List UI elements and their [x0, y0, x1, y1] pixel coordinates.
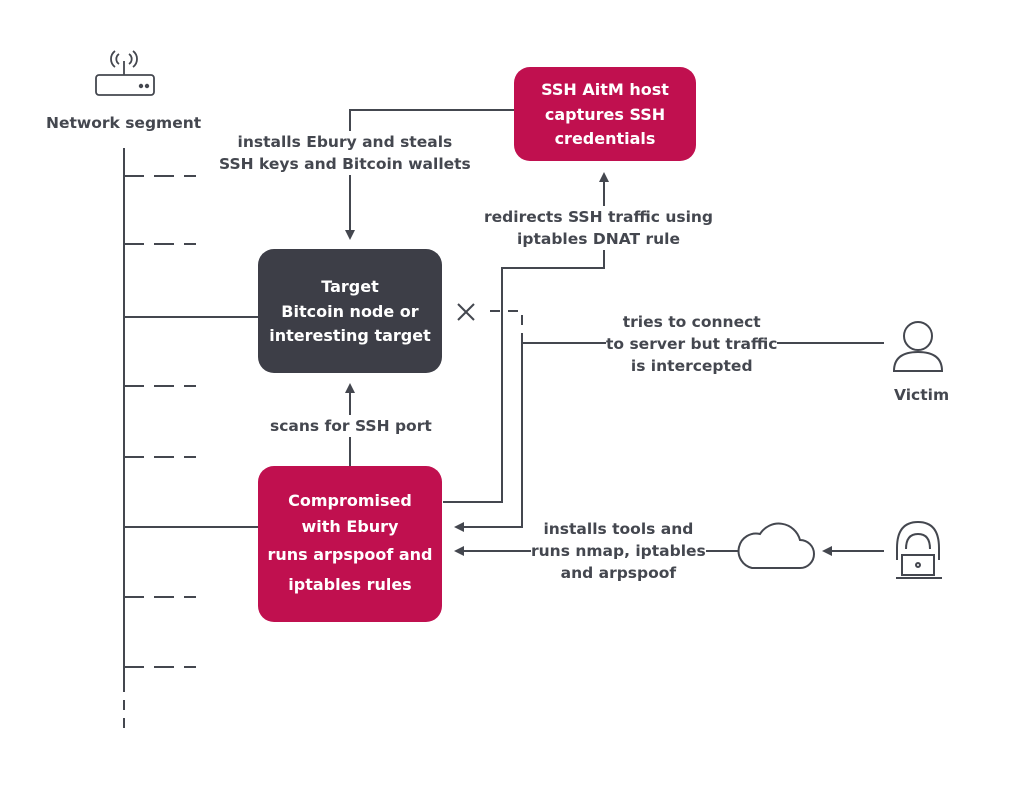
- cloud-icon: [737, 522, 815, 569]
- target-title: Target: [321, 277, 379, 296]
- compromised-host-box[interactable]: Compromised with Ebury runs arpspoof and…: [258, 466, 442, 622]
- network-stubs: [124, 175, 196, 668]
- compromised-line-2: iptables rules: [288, 575, 412, 594]
- label-installs-tools: installs tools and runs nmap, iptables a…: [531, 518, 706, 584]
- hooded-hacker-icon: [896, 520, 942, 579]
- label-redirects-ssh: redirects SSH traffic using iptables DNA…: [484, 206, 714, 250]
- victim-label: Victim: [894, 386, 950, 404]
- label-installs-ebury: installs Ebury and steals SSH keys and B…: [219, 131, 471, 175]
- label-scans-ssh: scans for SSH port: [270, 415, 432, 437]
- target-line-1: Bitcoin node or: [281, 302, 419, 321]
- compromised-title-2: with Ebury: [301, 517, 399, 536]
- user-icon: [892, 321, 944, 372]
- aitm-line-2: credentials: [554, 129, 656, 148]
- compromised-line-1: runs arpspoof and: [267, 545, 433, 564]
- aitm-line-1: captures SSH: [544, 105, 666, 124]
- label-tries-connect: tries to connect to server but traffic i…: [606, 311, 778, 377]
- target-box[interactable]: Target Bitcoin node or interesting targe…: [258, 249, 442, 373]
- router-icon: [95, 50, 155, 96]
- compromised-title-1: Compromised: [288, 491, 412, 510]
- network-segment-label: Network segment: [46, 114, 202, 132]
- aitm-title: SSH AitM host: [541, 80, 669, 99]
- arrow-aitm-to-target: [345, 109, 514, 240]
- blocked-path: [482, 310, 523, 343]
- target-line-2: interesting target: [269, 326, 431, 345]
- ssh-aitm-host-box[interactable]: SSH AitM host captures SSH credentials: [514, 67, 696, 161]
